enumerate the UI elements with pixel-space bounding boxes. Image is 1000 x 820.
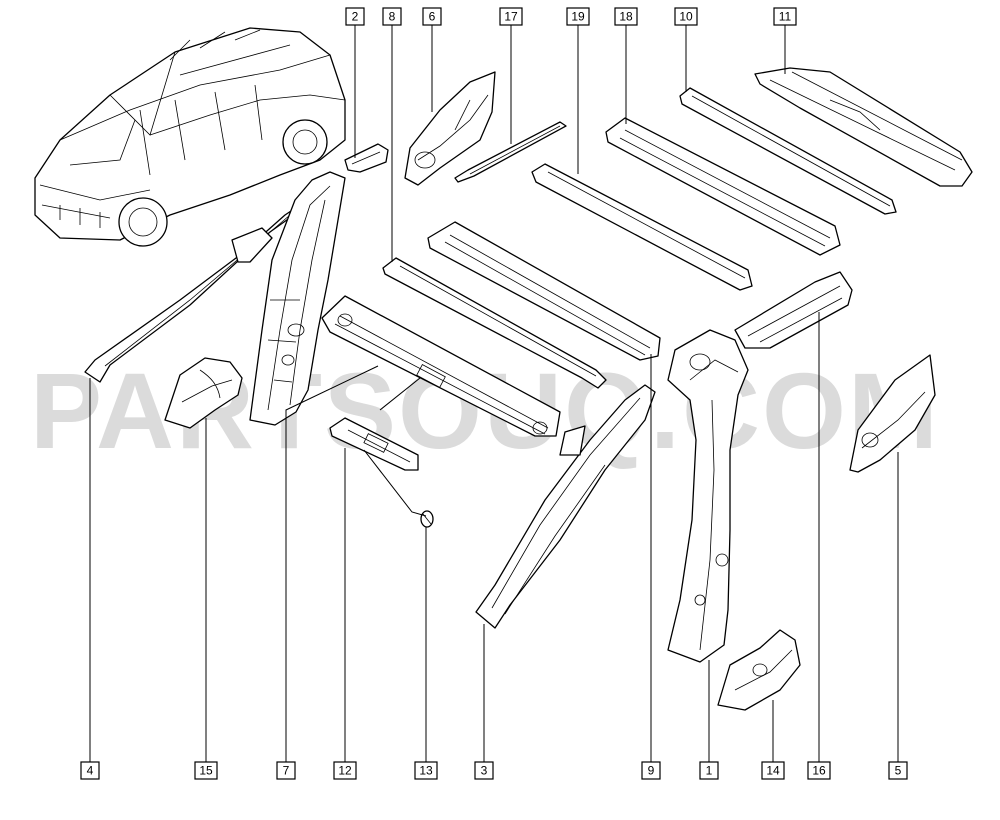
part-16-bracket (734, 271, 853, 349)
part-19-roof-bow (531, 163, 753, 291)
callout-5[interactable]: 5 (888, 761, 908, 780)
part-17-strip (454, 121, 567, 183)
part-1-b-pillar (667, 329, 749, 663)
svg-text:8: 8 (389, 10, 396, 24)
svg-text:9: 9 (648, 764, 655, 778)
svg-text:6: 6 (429, 10, 436, 24)
callout-15[interactable]: 15 (194, 761, 218, 780)
part-8-roof-bow (382, 257, 607, 389)
callout-13[interactable]: 13 (414, 761, 438, 780)
leader-lines (89, 25, 899, 762)
svg-text:13: 13 (419, 764, 433, 778)
callout-6[interactable]: 6 (422, 7, 442, 26)
svg-text:5: 5 (895, 764, 902, 778)
part-front-header (321, 295, 561, 437)
callout-10[interactable]: 10 (674, 7, 698, 26)
svg-text:17: 17 (504, 10, 518, 24)
svg-text:16: 16 (812, 764, 826, 778)
callout-2[interactable]: 2 (345, 7, 365, 26)
callout-7[interactable]: 7 (276, 761, 296, 780)
callout-14[interactable]: 14 (761, 761, 785, 780)
part-9-roof-bow (427, 221, 661, 361)
callout-8[interactable]: 8 (382, 7, 402, 26)
callout-18[interactable]: 18 (614, 7, 638, 26)
part-6-panel (404, 71, 496, 186)
part-14-bracket (717, 629, 801, 711)
part-12-bracket (329, 417, 419, 471)
svg-text:3: 3 (481, 764, 488, 778)
svg-text:4: 4 (87, 764, 94, 778)
part-3-a-pillar (475, 384, 656, 629)
svg-text:7: 7 (283, 764, 290, 778)
part-15-panel (164, 357, 243, 429)
callout-16[interactable]: 16 (807, 761, 831, 780)
part-18-roof-bow (605, 117, 841, 256)
part-7-pillar (249, 171, 346, 426)
svg-text:11: 11 (779, 10, 792, 24)
part-13-clip (420, 510, 434, 528)
callout-9[interactable]: 9 (641, 761, 661, 780)
svg-text:1: 1 (706, 764, 713, 778)
vehicle-overview-illustration (34, 27, 346, 247)
svg-text:10: 10 (679, 10, 693, 24)
callout-19[interactable]: 19 (566, 7, 590, 26)
callout-4[interactable]: 4 (80, 761, 100, 780)
callout-3[interactable]: 3 (474, 761, 494, 780)
svg-text:14: 14 (766, 764, 780, 778)
part-10-roof-bow (679, 87, 897, 215)
part-5-panel (849, 354, 936, 473)
svg-text:18: 18 (619, 10, 633, 24)
callout-17[interactable]: 17 (499, 7, 523, 26)
callout-12[interactable]: 12 (333, 761, 357, 780)
svg-text:2: 2 (352, 10, 359, 24)
svg-text:12: 12 (338, 764, 352, 778)
svg-text:15: 15 (199, 764, 213, 778)
callout-1[interactable]: 1 (699, 761, 719, 780)
callout-11[interactable]: 11 (773, 7, 797, 26)
part-2-bracket (344, 143, 389, 173)
part-11-rear-header (754, 67, 973, 187)
svg-text:19: 19 (571, 10, 585, 24)
